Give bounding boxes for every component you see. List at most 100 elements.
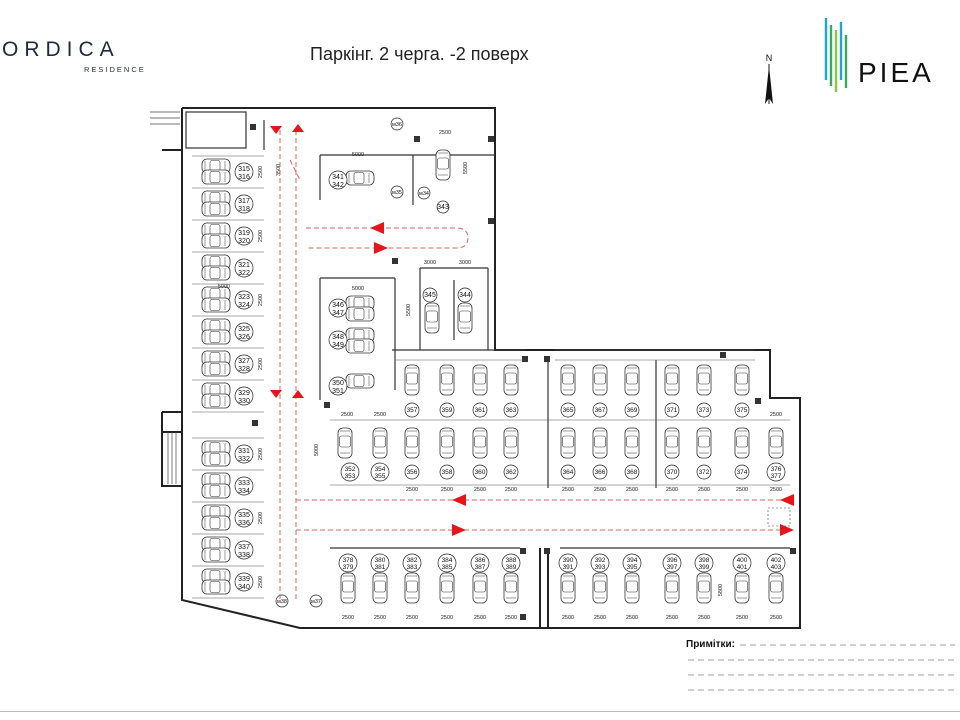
plan-label: 2500	[341, 412, 353, 418]
plan-label: 2500	[258, 576, 264, 588]
plan-label: 343	[437, 204, 449, 211]
plan-label: 349	[332, 342, 344, 349]
notes-block: Примітки:	[686, 634, 960, 652]
plan-label: 2500	[374, 412, 386, 418]
plan-label: 3500	[276, 164, 282, 176]
plan-label: 368	[627, 469, 638, 476]
plan-label: 357	[407, 407, 418, 414]
plan-label: 355	[375, 473, 386, 480]
plan-label: 5000	[352, 152, 364, 158]
plan-label: 342	[332, 182, 344, 189]
plan-label: 369	[627, 407, 638, 414]
place-number: 338	[238, 552, 250, 559]
plan-label: 2500	[258, 230, 264, 242]
plan-label: 403	[771, 564, 782, 571]
place-number: 334	[238, 488, 250, 495]
plan-label: 384	[442, 557, 453, 564]
place-number: 335	[238, 512, 250, 519]
plan-label: м35	[392, 190, 402, 196]
plan-label: 2500	[342, 615, 354, 621]
north-arrow: N	[765, 53, 773, 104]
place-number: 322	[238, 270, 250, 277]
ramp-marker	[767, 507, 791, 527]
plan-label: 385	[442, 564, 453, 571]
plan-label: 394	[627, 557, 638, 564]
plan-label: 341	[332, 174, 344, 181]
north-label: N	[766, 53, 773, 63]
plan-label: 375	[737, 407, 748, 414]
plan-label: 398	[699, 557, 710, 564]
plan-label: 371	[667, 407, 678, 414]
plan-label: 399	[699, 564, 710, 571]
plan-label: 2500	[626, 615, 638, 621]
plan-label: м34	[419, 191, 429, 197]
notes-label: Примітки:	[686, 639, 735, 650]
plan-label: 2500	[594, 615, 606, 621]
plan-label: м38	[277, 599, 287, 605]
plan-label: 361	[475, 407, 486, 414]
plan-label: 383	[407, 564, 418, 571]
place-number: 317	[238, 198, 250, 205]
place-number: 336	[238, 520, 250, 527]
place-number: 326	[238, 334, 250, 341]
place-number: 325	[238, 326, 250, 333]
ordica-logo: ORDICA RESIDENCE	[0, 38, 160, 98]
plan-label: 360	[475, 469, 486, 476]
plan-label: 389	[506, 564, 517, 571]
plan-label: 2500	[258, 512, 264, 524]
plan-label: 2500	[666, 615, 678, 621]
plan-label: 353	[345, 473, 356, 480]
plan-label: 348	[332, 334, 344, 341]
plan-label: 367	[595, 407, 606, 414]
plan-label: 390	[563, 557, 574, 564]
place-number: 337	[238, 544, 250, 551]
plan-label: 397	[667, 564, 678, 571]
place-number: 323	[238, 294, 250, 301]
plan-label: 2500	[770, 615, 782, 621]
place-number: 339	[238, 576, 250, 583]
page-title: Паркінг. 2 черга. -2 поверх	[310, 44, 529, 64]
plan-label: 2500	[374, 615, 386, 621]
columns	[250, 124, 796, 620]
plan-label: 352	[345, 466, 356, 473]
place-number: 333	[238, 480, 250, 487]
plan-label: 2500	[770, 487, 782, 493]
plan-label: 5500	[406, 304, 412, 316]
logo-text: ORDICA	[2, 38, 120, 61]
plan-label: 5000	[352, 286, 364, 292]
plan-label: 2500	[562, 615, 574, 621]
plan-label: 372	[699, 469, 710, 476]
plan-label: 392	[595, 557, 606, 564]
plan-label: 401	[737, 564, 748, 571]
plan-label: 2500	[626, 487, 638, 493]
plan-label: 2500	[474, 487, 486, 493]
place-number: 324	[238, 302, 250, 309]
plan-label: 2500	[474, 615, 486, 621]
place-number: 315	[238, 166, 250, 173]
place-number: 340	[238, 584, 250, 591]
notes-lines	[688, 644, 955, 691]
place-number: 331	[238, 448, 250, 455]
building-walls	[161, 107, 801, 629]
plan-label: 402	[771, 557, 782, 564]
dimension-left: 2500 2500 2500 2500 2500 2500 2500 5000	[218, 166, 264, 588]
partner-logo-text: PIEA	[858, 57, 934, 88]
plan-label: 354	[375, 466, 386, 473]
place-number: 332	[238, 456, 250, 463]
plan-label: 2500	[736, 487, 748, 493]
plan-label: 393	[595, 564, 606, 571]
plan-label: 2500	[594, 487, 606, 493]
plan-label: 3000	[424, 260, 436, 266]
place-number: 319	[238, 230, 250, 237]
plan-label: 2500	[736, 615, 748, 621]
plan-label: 2500	[505, 615, 517, 621]
plan-label: 382	[407, 557, 418, 564]
plan-label: 2500	[770, 412, 782, 418]
plan-label: 363	[506, 407, 517, 414]
plan-label: 5500	[463, 162, 469, 174]
